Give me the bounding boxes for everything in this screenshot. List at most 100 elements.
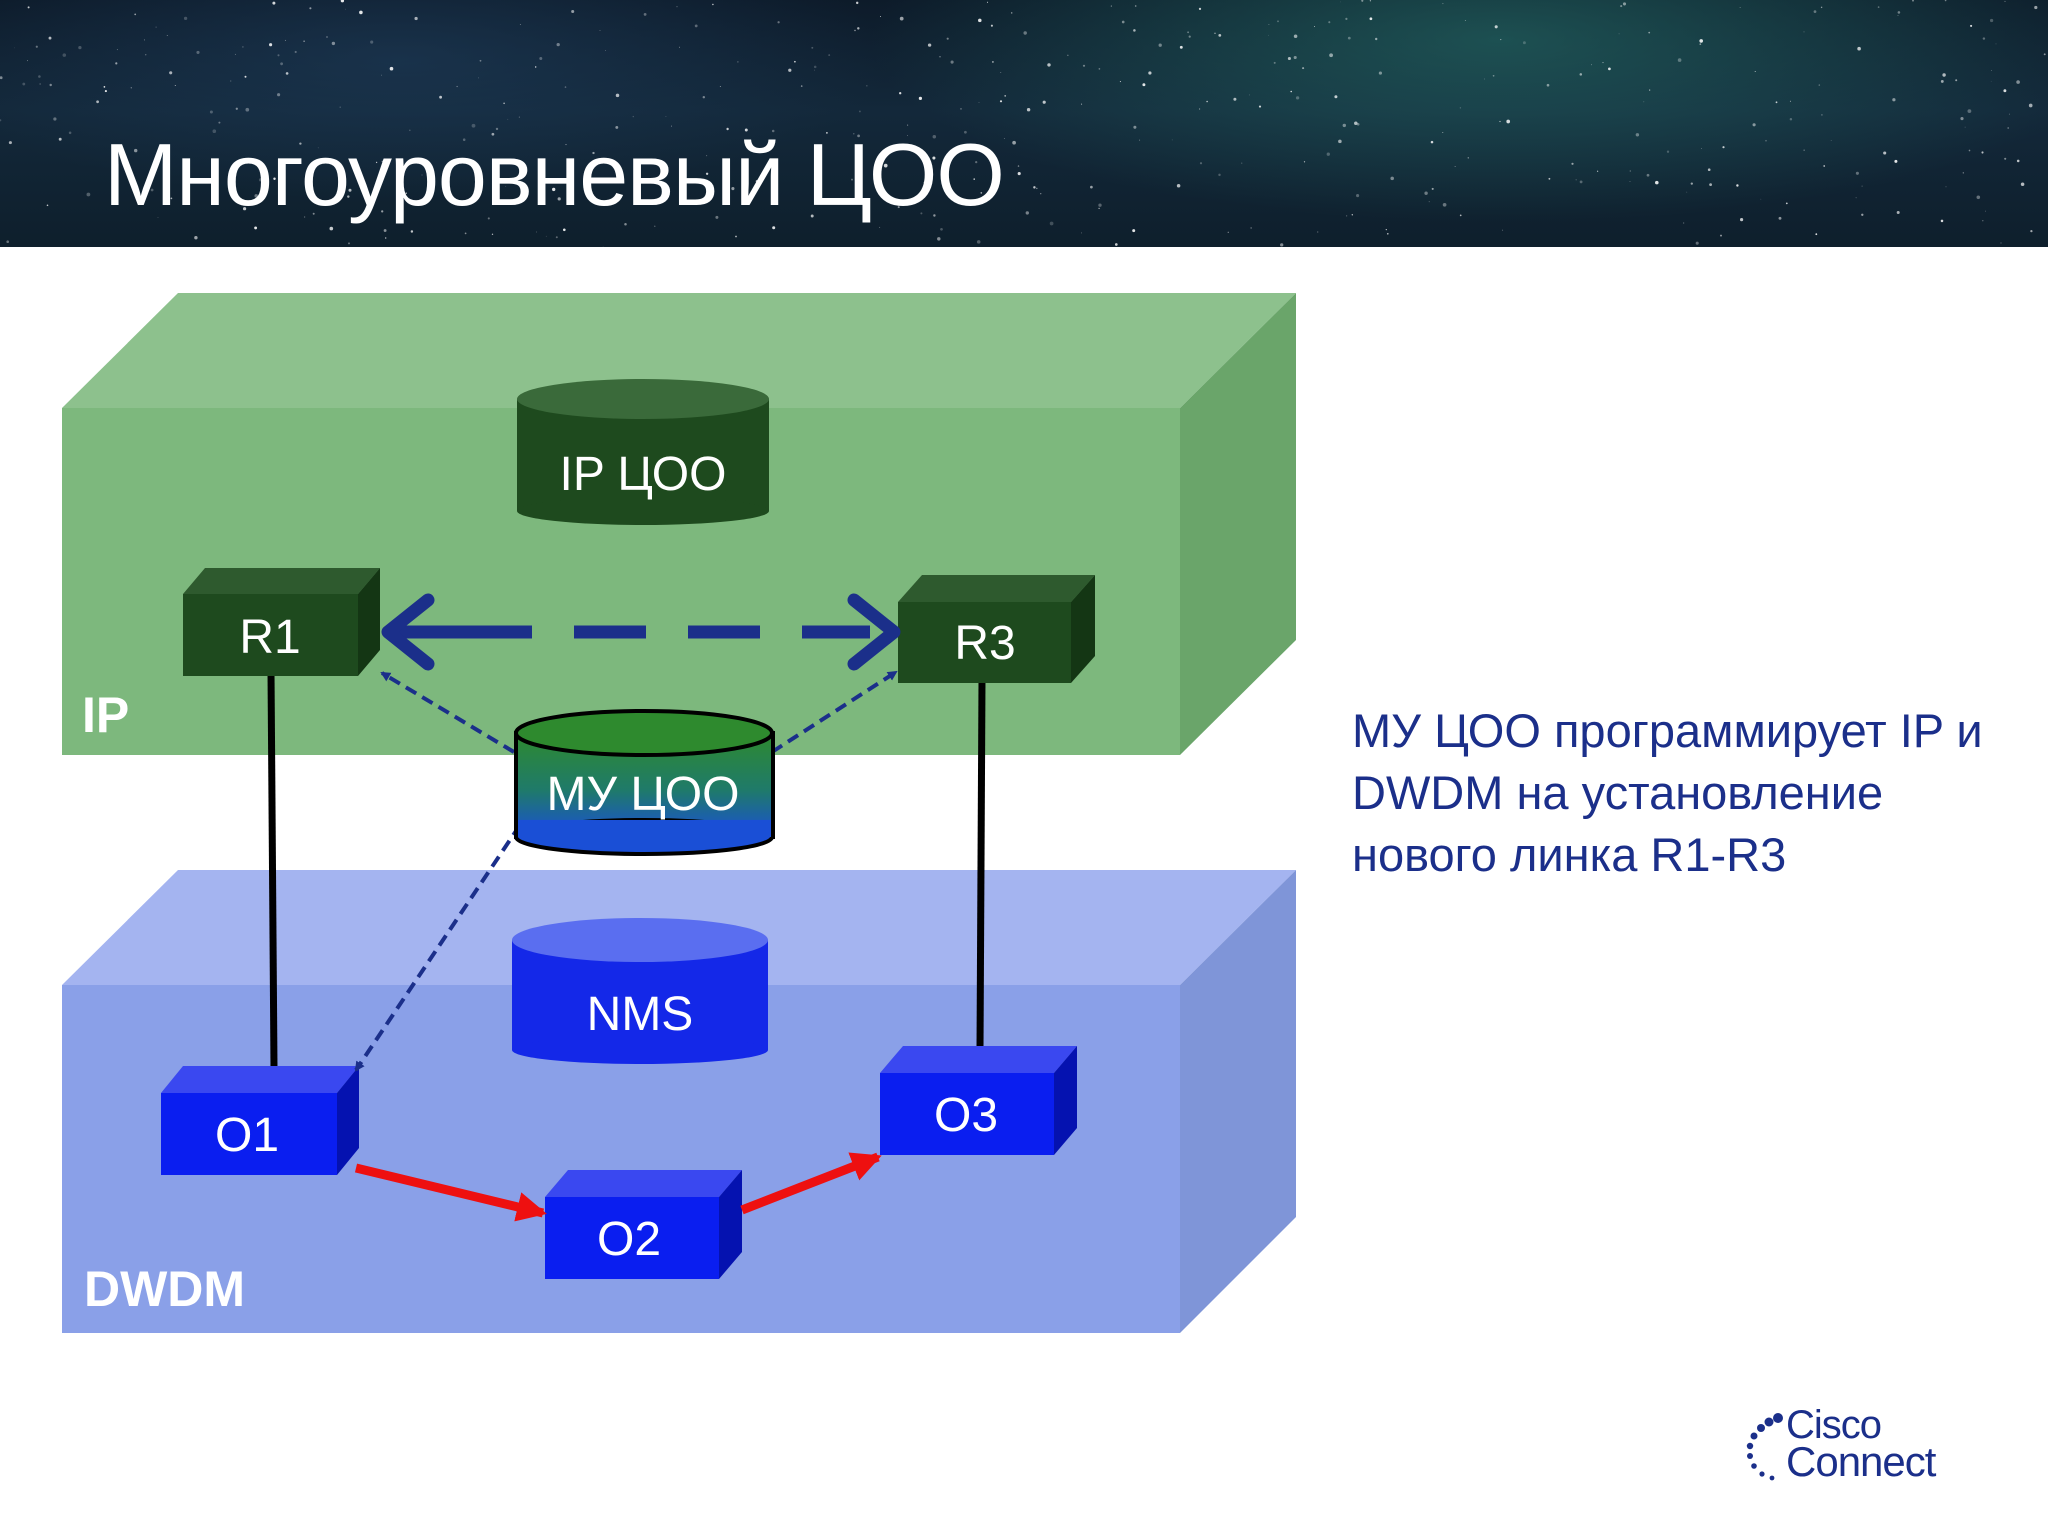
- star: [230, 80, 232, 82]
- star: [1218, 34, 1222, 37]
- star: [857, 134, 860, 138]
- star: [1176, 183, 1181, 188]
- star: [1280, 243, 1284, 247]
- star: [853, 133, 855, 135]
- star: [1896, 211, 1900, 214]
- star: [1571, 162, 1574, 165]
- star: [170, 197, 173, 200]
- star: [1522, 41, 1526, 45]
- star: [1214, 32, 1216, 35]
- star: [1990, 70, 1992, 71]
- star: [1339, 1, 1341, 3]
- star: [1121, 20, 1125, 24]
- star: [735, 235, 737, 238]
- star: [755, 180, 758, 183]
- optical-path-o1-o2: [354, 1163, 547, 1222]
- star: [1277, 20, 1279, 23]
- arrowhead-left-icon: [381, 593, 435, 671]
- star: [715, 215, 719, 219]
- star: [212, 129, 217, 133]
- star: [1139, 139, 1141, 141]
- star: [1602, 62, 1604, 64]
- star: [975, 160, 978, 164]
- star: [1995, 43, 1997, 45]
- star: [907, 124, 909, 126]
- star: [1494, 25, 1498, 29]
- star: [602, 246, 604, 247]
- star: [1003, 138, 1005, 139]
- star: [1815, 233, 1818, 236]
- star: [184, 181, 188, 185]
- multilayer-controller-cylinder: МУ ЦОО: [514, 709, 775, 856]
- star: [534, 66, 537, 68]
- star: [471, 123, 476, 128]
- star: [1968, 149, 1971, 152]
- star: [1241, 162, 1243, 164]
- star: [303, 40, 305, 43]
- star: [855, 1, 859, 5]
- star: [1326, 152, 1330, 156]
- ip-controller-cylinder: IP ЦОО: [517, 379, 769, 525]
- star: [1329, 53, 1333, 58]
- title-banner: Многоуровневый ЦОО: [0, 0, 2048, 247]
- star: [1646, 173, 1650, 177]
- star: [1707, 168, 1711, 172]
- star: [1134, 5, 1137, 7]
- star: [2004, 157, 2007, 160]
- star: [1354, 121, 1358, 125]
- star: [339, 106, 341, 108]
- star: [462, 138, 466, 141]
- star: [1985, 210, 1986, 212]
- star: [1303, 161, 1306, 163]
- star: [1820, 6, 1823, 9]
- star: [1328, 21, 1331, 24]
- star: [1789, 118, 1793, 121]
- star: [6, 240, 9, 243]
- star: [1683, 222, 1685, 224]
- star: [643, 12, 647, 16]
- star: [1629, 170, 1631, 172]
- star: [242, 46, 244, 48]
- star: [810, 214, 814, 218]
- star: [1442, 202, 1447, 207]
- star: [1158, 43, 1162, 47]
- star: [348, 188, 352, 192]
- star: [1622, 2, 1627, 6]
- optical-o3-label: O3: [934, 1089, 998, 1142]
- star: [103, 86, 106, 88]
- star: [933, 214, 936, 217]
- star: [1133, 29, 1136, 32]
- star: [1823, 165, 1826, 167]
- star: [1500, 39, 1502, 41]
- star: [1171, 139, 1173, 141]
- star: [712, 3, 714, 6]
- star: [254, 226, 258, 230]
- star: [1268, 34, 1270, 36]
- star: [927, 43, 932, 47]
- star: [1857, 46, 1861, 51]
- star: [78, 45, 82, 50]
- star: [1081, 103, 1083, 105]
- star: [731, 187, 735, 191]
- star: [670, 125, 672, 127]
- star: [918, 96, 923, 101]
- star: [1883, 151, 1887, 155]
- star: [1789, 100, 1791, 102]
- star: [1855, 197, 1857, 199]
- star: [258, 178, 263, 182]
- star: [299, 142, 302, 145]
- star: [2043, 53, 2046, 56]
- star: [1877, 6, 1880, 8]
- star: [1387, 233, 1389, 235]
- star: [86, 192, 91, 197]
- star: [1361, 0, 1364, 2]
- star: [1699, 39, 1703, 43]
- star: [414, 16, 418, 21]
- star: [654, 225, 656, 227]
- star: [1649, 89, 1651, 91]
- star: [991, 60, 994, 63]
- star: [1356, 123, 1360, 126]
- star: [1894, 159, 1898, 163]
- star: [518, 116, 520, 118]
- star: [1709, 183, 1712, 187]
